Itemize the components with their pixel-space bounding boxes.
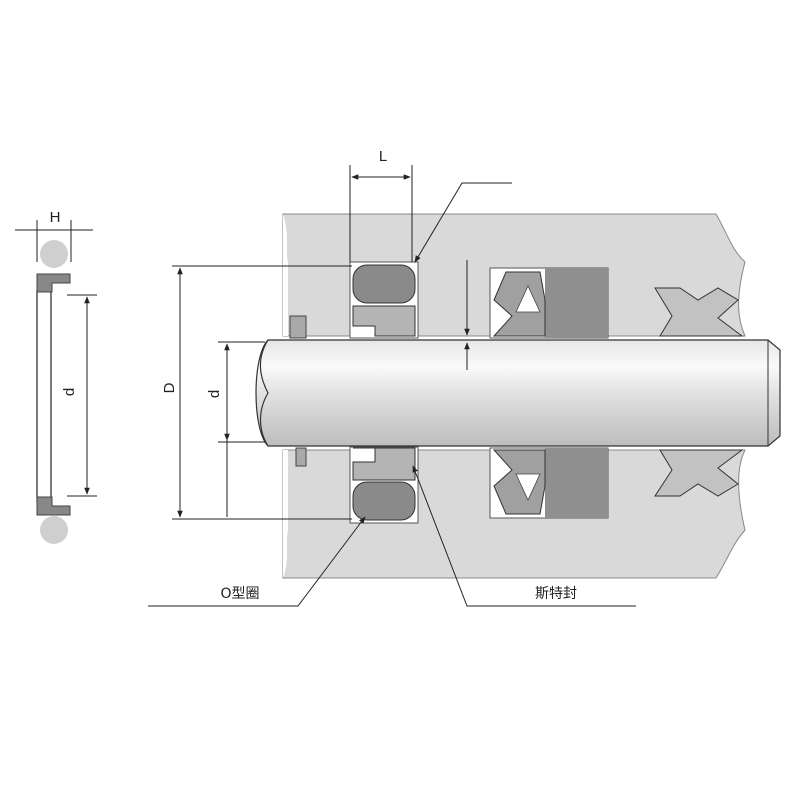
seal-ring-band — [36, 289, 52, 503]
d-small-label: d — [61, 388, 78, 396]
leader-step-seal — [412, 465, 636, 607]
ucup-backup-upper — [545, 268, 608, 338]
piston-rod — [255, 339, 781, 447]
ucup-backup-lower — [545, 448, 608, 518]
h-label: H — [50, 209, 61, 226]
o-ring-upper — [352, 264, 416, 304]
leader-top — [414, 182, 512, 263]
o-ring-label: O型圈 — [220, 586, 259, 602]
wiper-seal-lower — [654, 449, 744, 497]
guide-notch-upper — [289, 315, 307, 339]
o-ring-bottom-section — [40, 516, 68, 544]
housing-lower-break — [283, 450, 288, 578]
rod-break-line — [259, 339, 269, 447]
o-ring-lower — [352, 481, 416, 521]
o-ring-top-section — [40, 240, 68, 268]
ucup-lip-lower — [515, 473, 541, 501]
guide-notch-lower — [295, 447, 307, 467]
leader-o-ring — [148, 516, 366, 607]
seal-side-view: H d — [15, 209, 97, 544]
wiper-seal-upper — [654, 287, 744, 337]
ucup-lip-upper — [515, 285, 541, 313]
housing-upper-break — [283, 214, 288, 336]
step-seal-bottom-section — [36, 496, 71, 516]
main-cross-section: L D d O型圈 斯特封 — [148, 148, 781, 607]
big-d-label: D — [161, 382, 178, 393]
small-d-label: d — [206, 390, 223, 398]
step-seal-upper — [352, 305, 416, 337]
l-label: L — [379, 148, 387, 165]
step-seal-top-section — [36, 273, 71, 293]
step-seal-label: 斯特封 — [535, 586, 577, 602]
step-seal-lower — [352, 447, 416, 481]
